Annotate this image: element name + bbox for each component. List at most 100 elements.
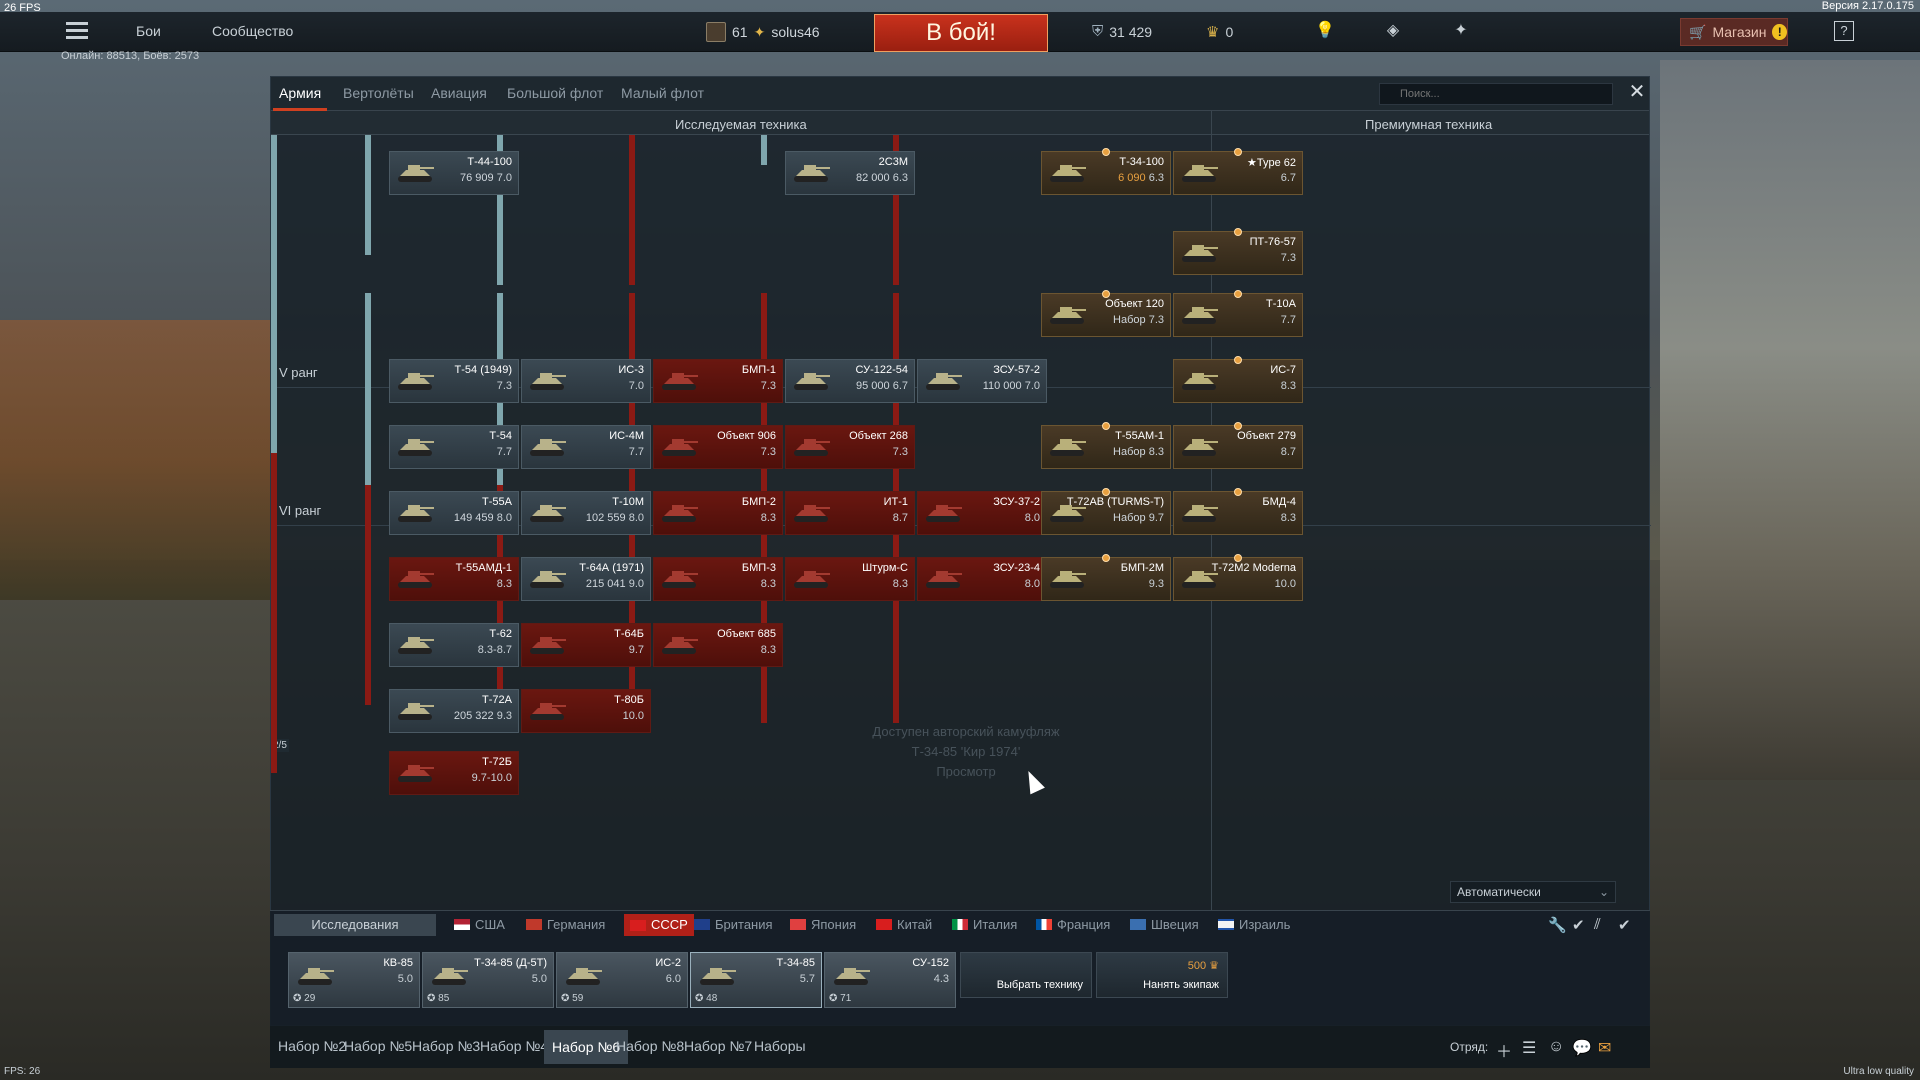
list-icon[interactable]: ☰ xyxy=(1522,1040,1537,1057)
research-tab[interactable]: Исследования xyxy=(274,914,436,936)
profile[interactable]: 61 ✦ solus46 xyxy=(706,20,820,44)
crew-slot[interactable]: Т-34-85 (Д-5Т)5.0✪ 85 xyxy=(422,952,554,1008)
vehicle-card-obj906[interactable]: Объект 906 7.3 xyxy=(653,425,783,469)
nation-britain[interactable]: Британия xyxy=(694,917,773,932)
preset-tab[interactable]: Набор №8 xyxy=(616,1038,685,1054)
nation-germany[interactable]: Германия xyxy=(526,917,605,932)
vehicle-card-bmp2m[interactable]: БМП-2М 9.3 xyxy=(1041,554,1171,601)
check-all-icon[interactable]: ✔ xyxy=(1618,917,1631,934)
vehicle-card-bmp1[interactable]: БМП-1 7.3 xyxy=(653,359,783,403)
promo-view-link[interactable]: Просмотр xyxy=(936,764,996,779)
preset-tab[interactable]: Набор №2 xyxy=(278,1038,347,1054)
tab-helicopters[interactable]: Вертолёты xyxy=(343,85,414,101)
vehicle-card-obj685[interactable]: Объект 685 8.3 xyxy=(653,623,783,667)
vehicle-card-is3[interactable]: ИС-3 7.0 xyxy=(521,359,651,403)
vehicle-card-t10a[interactable]: Т-10А 7.7 xyxy=(1173,290,1303,337)
nation-ussr[interactable]: СССР xyxy=(624,914,694,936)
vehicle-card-pt76[interactable]: ПТ-76-57 7.3 xyxy=(1173,228,1303,275)
vehicle-card-t54_1949[interactable]: Т-54 (1949) 7.3 xyxy=(389,359,519,403)
profile-badge-icon[interactable]: ◈ xyxy=(1386,22,1400,39)
preset-tab[interactable]: Набор №7 xyxy=(684,1038,753,1054)
vehicle-card-t54[interactable]: Т-54 7.7 xyxy=(389,425,519,469)
vehicle-card-zsu37[interactable]: ЗСУ-37-2 8.0 xyxy=(917,491,1047,535)
nation-italy[interactable]: Италия xyxy=(952,917,1017,932)
vehicle-card-t62[interactable]: Т-62 8.3-8.7 xyxy=(389,623,519,667)
fps-counter: 26 FPS xyxy=(4,2,41,14)
close-icon[interactable]: ✕ xyxy=(1628,81,1646,103)
preset-tab[interactable]: Набор №4 xyxy=(480,1038,549,1054)
nav-community[interactable]: Сообщество xyxy=(212,23,294,39)
vehicle-card-type62[interactable]: ★Type 62 6.7 xyxy=(1173,148,1303,195)
vehicle-card-obj279[interactable]: Объект 279 8.7 xyxy=(1173,422,1303,469)
battle-rating: 7.3 xyxy=(1148,314,1164,326)
vehicle-card-bmp2[interactable]: БМП-2 8.3 xyxy=(653,491,783,535)
coupon-icon[interactable]: ✦ xyxy=(1454,22,1468,39)
help-button[interactable]: ? xyxy=(1834,21,1854,41)
wrench-icon[interactable]: 🔧 xyxy=(1548,917,1567,934)
vehicle-card-bmp3[interactable]: БМП-3 8.3 xyxy=(653,557,783,601)
shop-button[interactable]: 🛒 Магазин ! xyxy=(1680,18,1788,46)
silver-lions[interactable]: ⛨ 31 429 xyxy=(1092,23,1152,40)
choose-vehicle-button[interactable]: Выбрать технику xyxy=(960,952,1092,998)
repair-check-icon[interactable]: ✔ xyxy=(1572,917,1585,934)
preset-tab[interactable]: Набор №5 xyxy=(344,1038,413,1054)
friends-icon[interactable]: ☺ xyxy=(1548,1038,1565,1055)
preset-tab[interactable]: Наборы xyxy=(754,1038,806,1054)
mode-select[interactable]: Автоматически ⌄ xyxy=(1450,881,1616,903)
nav-battles[interactable]: Бои xyxy=(136,23,161,39)
add-squad-icon[interactable]: ＋ xyxy=(1496,1044,1513,1061)
vehicle-card-t72av[interactable]: Т-72АВ (TURMS-T)Набор 9.7 xyxy=(1041,488,1171,535)
vehicle-card-t72m2[interactable]: Т-72М2 Moderna 10.0 xyxy=(1173,554,1303,601)
vehicle-card-t64a[interactable]: Т-64А (1971)215 041 9.0 xyxy=(521,557,651,601)
tab-aviation[interactable]: Авиация xyxy=(431,85,487,101)
vehicle-card-obj268[interactable]: Объект 268 7.3 xyxy=(785,425,915,469)
chat-icon[interactable]: 💬 xyxy=(1572,1040,1592,1057)
nation-israel[interactable]: Израиль xyxy=(1218,917,1290,932)
vehicle-card-t55amd[interactable]: Т-55АМД-1 8.3 xyxy=(389,557,519,601)
hire-crew-button[interactable]: 500 ♛ Нанять экипаж xyxy=(1096,952,1228,998)
hint-bulb-icon[interactable]: 💡 xyxy=(1315,22,1335,39)
nation-france[interactable]: Франция xyxy=(1036,917,1110,932)
nation-japan[interactable]: Япония xyxy=(790,917,856,932)
search-input[interactable] xyxy=(1379,83,1613,105)
vehicle-card-bmd4[interactable]: БМД-4 8.3 xyxy=(1173,488,1303,535)
ammo-icon[interactable]: ⫽ xyxy=(1594,916,1601,933)
vehicle-card-is4m[interactable]: ИС-4М 7.7 xyxy=(521,425,651,469)
vehicle-card-it1[interactable]: ИТ-1 8.7 xyxy=(785,491,915,535)
vehicle-card-shturm[interactable]: Штурм-С 8.3 xyxy=(785,557,915,601)
mail-icon[interactable]: ✉ xyxy=(1598,1040,1612,1057)
golden-eagles[interactable]: ♛ 0 xyxy=(1206,23,1233,41)
vehicle-card-is7[interactable]: ИС-7 8.3 xyxy=(1173,356,1303,403)
tab-bluewater-fleet[interactable]: Большой флот xyxy=(507,85,604,101)
vehicle-card-t80b[interactable]: Т-80Б 10.0 xyxy=(521,689,651,733)
to-battle-button[interactable]: В бой! xyxy=(874,14,1048,52)
nation-china[interactable]: Китай xyxy=(876,917,932,932)
tab-coastal-fleet[interactable]: Малый флот xyxy=(621,85,704,101)
nation-sweden[interactable]: Швеция xyxy=(1130,917,1199,932)
vehicle-card-t64b[interactable]: Т-64Б 9.7 xyxy=(521,623,651,667)
battle-rating: 8.7 xyxy=(892,512,908,524)
golden-eagles-value: 0 xyxy=(1225,24,1234,40)
tab-army[interactable]: Армия xyxy=(279,85,322,101)
preset-tab[interactable]: Набор №3 xyxy=(412,1038,481,1054)
preset-tab[interactable]: Набор №6 xyxy=(544,1030,629,1064)
vehicle-card-zsu23[interactable]: ЗСУ-23-4 8.0 xyxy=(917,557,1047,601)
vehicle-card-t72b[interactable]: Т-72Б 9.7-10.0 xyxy=(389,751,519,795)
menu-icon[interactable] xyxy=(66,22,88,40)
nation-usa[interactable]: США xyxy=(454,917,505,932)
camouflage-promo[interactable]: Доступен авторский камуфляж Т-34-85 'Кир… xyxy=(831,722,1101,782)
